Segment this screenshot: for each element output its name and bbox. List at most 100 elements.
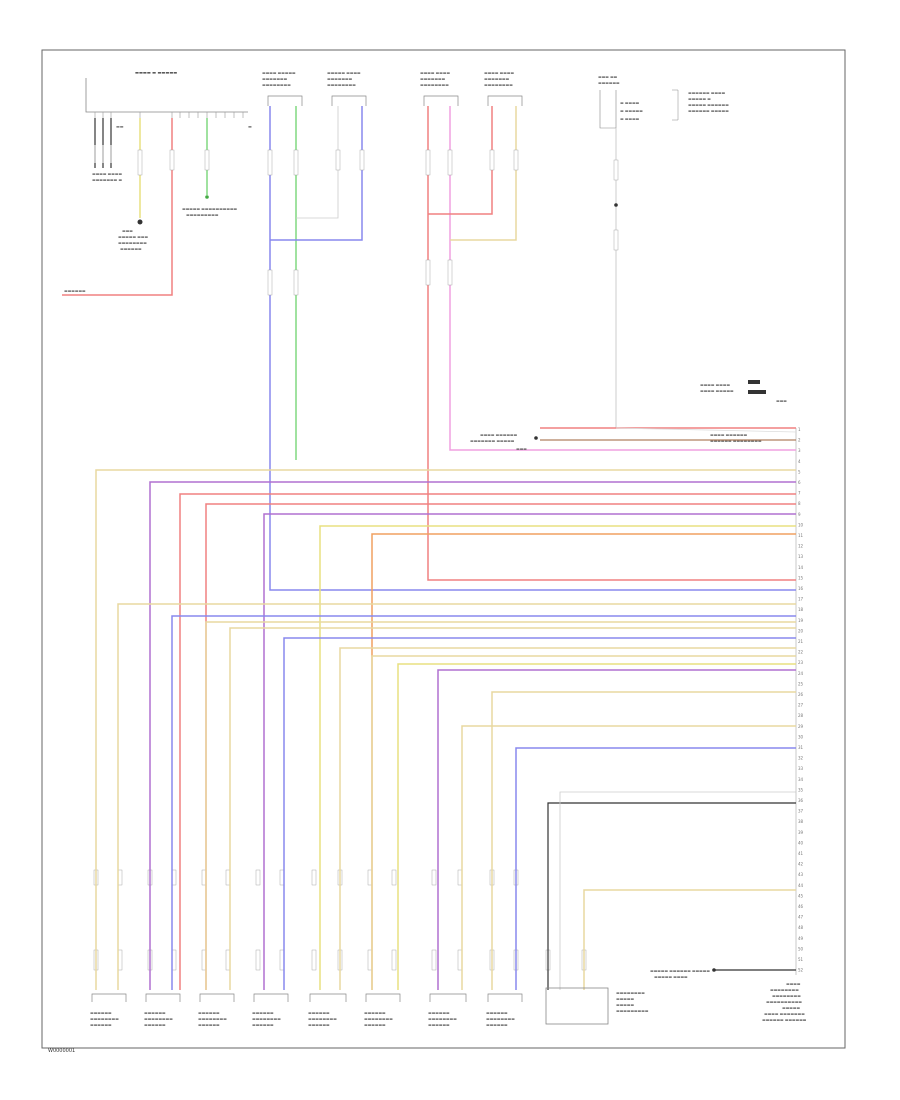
wire-connector <box>311 869 317 886</box>
wire-connector <box>311 949 317 971</box>
pin-number: 10 <box>798 522 804 527</box>
wire-connector <box>359 149 365 171</box>
junction-label: ▬▬▬▬ ▬▬▬▬▬▬ ▬▬▬▬▬▬▬ ▬▬▬▬▬ ▬▬▬ <box>470 432 538 451</box>
pin-number: 52 <box>798 968 804 973</box>
wire-harness-run <box>371 655 796 990</box>
wire-connector <box>255 869 261 886</box>
pin-number: 30 <box>798 734 804 739</box>
wire-connector <box>391 949 397 971</box>
speaker-label: ▬▬▬▬▬▬ <box>364 1010 386 1015</box>
svg-text:▬▬▬▬▬ ▬▬▬▬▬▬: ▬▬▬▬▬ ▬▬▬▬▬▬ <box>688 102 729 107</box>
svg-text:▬▬▬▬▬▬ ▬▬▬▬▬▬: ▬▬▬▬▬▬ ▬▬▬▬▬▬ <box>762 1017 807 1022</box>
svg-text:▬▬▬▬▬▬▬: ▬▬▬▬▬▬▬ <box>327 76 353 81</box>
speaker-top-3: ▬▬▬▬ ▬▬▬▬ ▬▬▬▬▬▬▬ ▬▬▬▬▬▬▬▬ <box>420 70 459 106</box>
speaker-label: ▬▬▬▬▬▬ <box>198 1010 220 1015</box>
svg-text:▬▬▬▬ ▬▬▬▬▬▬▬: ▬▬▬▬ ▬▬▬▬▬▬▬ <box>764 1011 805 1016</box>
wire-tan-short <box>450 106 517 241</box>
pin-number: 21 <box>798 639 804 644</box>
pin-number: 5 <box>798 469 801 474</box>
wire-connector <box>425 149 431 176</box>
pin-number: 26 <box>798 692 804 697</box>
wire-connector <box>447 149 453 176</box>
wire-blue-top <box>269 106 796 591</box>
pin-number: 11 <box>798 533 804 538</box>
wire-connector <box>513 149 519 171</box>
speaker-label: ▬▬▬▬▬▬▬▬ <box>198 1016 227 1021</box>
bottom-right-labels: ▬▬▬▬▬ ▬▬▬▬▬▬ ▬▬▬▬▬ ▬▬▬▬▬ ▬▬▬▬ ▬▬▬▬ ▬▬▬▬▬… <box>650 968 807 1022</box>
wire-black-amp <box>547 802 796 990</box>
pin-number: 16 <box>798 586 804 591</box>
speaker-label: ▬▬▬▬▬▬ <box>198 1022 220 1027</box>
speaker-label: ▬▬▬▬▬▬ <box>308 1010 330 1015</box>
pin-number: 18 <box>798 607 804 612</box>
wire-connector <box>255 949 261 971</box>
pin-number: 47 <box>798 915 804 920</box>
wire-connector <box>137 149 143 176</box>
speaker-label: ▬▬▬▬▬▬▬▬ <box>486 1016 515 1021</box>
wire-connector <box>335 149 341 171</box>
pin-number: 6 <box>798 480 801 485</box>
pin-number: 25 <box>798 681 804 686</box>
diagram-code: W0000001 <box>48 1048 75 1054</box>
pin-number: 14 <box>798 565 804 570</box>
pin-number: 34 <box>798 777 804 782</box>
speaker-outline <box>429 993 467 1002</box>
speaker-label: ▬▬▬▬▬▬ <box>90 1022 112 1027</box>
wire-connector <box>489 149 495 171</box>
wire-grey-short <box>296 106 339 219</box>
svg-text:▬▬▬▬▬▬: ▬▬▬▬▬▬ <box>598 80 620 85</box>
speaker-bottom: ▬▬▬▬▬▬▬▬▬▬▬▬▬▬▬▬▬▬▬▬ <box>364 869 401 1027</box>
speaker-outline <box>487 993 523 1002</box>
svg-text:▬▬▬▬ ▬▬▬▬: ▬▬▬▬ ▬▬▬▬ <box>700 382 730 387</box>
speaker-label: ▬▬▬▬▬▬▬▬ <box>252 1016 281 1021</box>
svg-text:▬▬▬▬▬▬▬▬: ▬▬▬▬▬▬▬▬ <box>772 993 801 998</box>
svg-text:▬▬▬▬ ▬▬▬▬▬▬: ▬▬▬▬ ▬▬▬▬▬▬ <box>710 432 747 437</box>
pin-number: 40 <box>798 840 804 845</box>
svg-text:▬▬▬▬▬▬▬▬: ▬▬▬▬▬▬▬▬ <box>484 82 513 87</box>
pin-number: 42 <box>798 862 804 867</box>
speaker-bottom: ▬▬▬▬▬▬▬▬▬▬▬▬▬▬▬▬▬▬▬▬ <box>198 869 235 1027</box>
pin-number: 29 <box>798 724 804 729</box>
svg-text:▬▬▬ ▬▬: ▬▬▬ ▬▬ <box>598 74 618 79</box>
wire-harness-run <box>205 621 796 990</box>
pin-number: 51 <box>798 957 804 962</box>
speaker-label: ▬▬▬▬▬▬ <box>252 1010 274 1015</box>
wire-tan-amp <box>583 889 796 990</box>
pin-number: 48 <box>798 925 804 930</box>
speaker-label: ▬▬▬▬▬▬ <box>144 1010 166 1015</box>
speaker-top-2: ▬▬▬▬▬ ▬▬▬▬ ▬▬▬▬▬▬▬ ▬▬▬▬▬▬▬▬ <box>327 70 367 106</box>
svg-text:▬▬▬: ▬▬▬ <box>516 446 527 451</box>
wire-harness <box>95 106 797 990</box>
svg-text:▬▬▬▬▬▬ ▬▬▬▬▬: ▬▬▬▬▬▬ ▬▬▬▬▬ <box>688 108 729 113</box>
pin-number: 44 <box>798 883 804 888</box>
wire-red-short <box>428 106 493 215</box>
pin-number: 45 <box>798 893 804 898</box>
pin-number: 22 <box>798 650 804 655</box>
svg-text:▬▬▬▬▬▬▬▬▬: ▬▬▬▬▬▬▬▬▬ <box>616 1008 649 1013</box>
wire-connector <box>204 149 210 171</box>
svg-text:▬▬▬▬▬▬ ▬▬▬▬: ▬▬▬▬▬▬ ▬▬▬▬ <box>688 90 725 95</box>
pin-number: 38 <box>798 819 804 824</box>
speaker-label: ▬▬▬▬▬▬ <box>144 1022 166 1027</box>
wire-connector <box>613 159 619 181</box>
speaker-outline <box>91 993 127 1002</box>
pin-number: 46 <box>798 904 804 909</box>
pin-number: 7 <box>798 491 801 496</box>
wire-harness-run <box>491 691 796 990</box>
speaker-outline <box>145 993 181 1002</box>
right-connector: 1234567891011121314151617181920212223242… <box>795 427 804 975</box>
wire-harness-run <box>171 615 796 990</box>
svg-text:▬▬▬: ▬▬▬ <box>776 398 787 403</box>
speaker-label: ▬▬▬▬▬▬▬▬ <box>90 1016 119 1021</box>
wire-harness-run <box>461 725 796 990</box>
svg-text:▬▬▬▬ ▬▬▬▬▬: ▬▬▬▬ ▬▬▬▬▬ <box>262 70 296 75</box>
svg-text:▬▬▬▬ ▬▬▬▬: ▬▬▬▬ ▬▬▬▬ <box>92 171 122 176</box>
svg-text:▬▬▬▬▬▬▬▬▬▬: ▬▬▬▬▬▬▬▬▬▬ <box>766 999 802 1004</box>
pin-number: 2 <box>798 438 801 443</box>
wire-harness-run <box>437 669 796 990</box>
svg-text:▬▬▬▬▬: ▬▬▬▬▬ <box>782 1005 800 1010</box>
wire-harness-run <box>117 603 796 990</box>
wire-harness-run <box>339 647 796 990</box>
pin-number: 24 <box>798 671 804 676</box>
